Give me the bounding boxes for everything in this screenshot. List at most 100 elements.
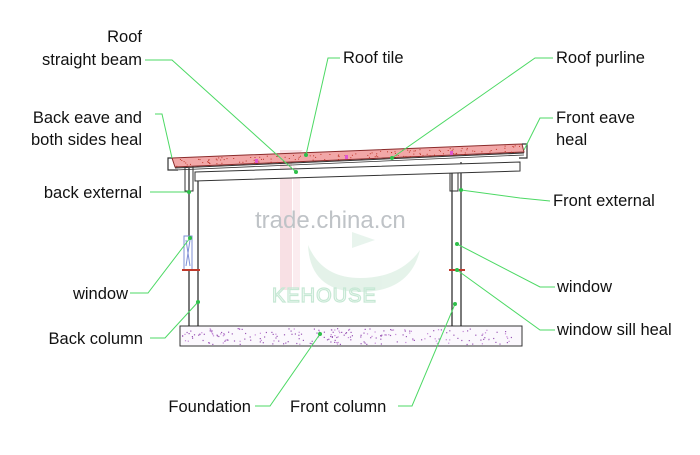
concrete-speck <box>326 339 329 341</box>
concrete-speck <box>216 335 219 337</box>
roof-tile-speck <box>216 163 218 165</box>
roof-tile-speck <box>514 145 516 147</box>
concrete-speck <box>427 333 429 335</box>
concrete-speck <box>209 330 211 332</box>
concrete-speck <box>208 342 211 344</box>
concrete-speck <box>298 338 300 340</box>
concrete-speck <box>212 343 214 345</box>
concrete-speck <box>188 333 190 335</box>
roof-tile-speck <box>455 153 457 155</box>
roof-tile-speck <box>419 154 421 155</box>
concrete-speck <box>363 332 365 334</box>
concrete-speck <box>254 334 256 336</box>
roof-tile-speck <box>199 159 201 161</box>
concrete-speck <box>223 333 225 335</box>
roof-tile-speck <box>259 156 261 158</box>
roof-tile-speck <box>367 154 369 156</box>
concrete-speck <box>371 335 373 337</box>
roof-tile-speck <box>442 153 444 155</box>
concrete-speck <box>222 342 224 344</box>
roof-tile-speck <box>338 159 339 160</box>
roof-tile-speck <box>376 153 378 155</box>
concrete-speck <box>369 328 371 330</box>
roof-tile-speck <box>179 159 181 160</box>
concrete-speck <box>210 330 212 332</box>
concrete-speck <box>475 334 477 336</box>
concrete-speck <box>316 332 318 334</box>
roof-tile-speck <box>368 156 370 158</box>
concrete-speck <box>341 331 343 333</box>
roof-tile-speck <box>338 154 340 156</box>
concrete-speck <box>434 338 436 340</box>
concrete-speck <box>302 339 304 341</box>
concrete-speck <box>374 331 376 333</box>
roof-tile-speck <box>481 151 483 153</box>
roof-tile-speck <box>220 159 222 161</box>
roof-tile-speck <box>451 150 453 152</box>
concrete-speck <box>271 331 273 333</box>
concrete-speck <box>391 329 393 331</box>
roof-straight-beam <box>194 161 521 182</box>
concrete-speck <box>345 332 347 335</box>
roof-tile-speck <box>208 159 210 161</box>
roof-tile-speck <box>461 147 463 149</box>
concrete-speck <box>238 328 240 330</box>
roof-tile-speck <box>377 156 379 158</box>
concrete-speck <box>276 335 278 337</box>
concrete-speck <box>424 338 426 340</box>
roof-tile-speck <box>258 160 260 162</box>
concrete-speck <box>364 328 366 330</box>
concrete-speck <box>438 338 440 340</box>
roof-tile-speck <box>466 147 468 149</box>
roof-tile-speck <box>474 150 476 152</box>
roof-tile-speck <box>434 154 435 156</box>
roof-tile-speck <box>298 156 300 158</box>
roof-tile-speck <box>409 156 411 157</box>
roof-tile-speck <box>233 158 235 159</box>
roof-tile-speck <box>409 150 411 152</box>
concrete-speck <box>486 329 488 331</box>
concrete-speck <box>272 343 274 345</box>
concrete-speck <box>332 331 334 333</box>
concrete-speck <box>233 340 236 342</box>
concrete-speck <box>410 330 412 332</box>
concrete-speck <box>245 332 247 335</box>
concrete-speck <box>334 329 336 331</box>
back-window <box>182 235 200 271</box>
concrete-speck <box>345 332 348 334</box>
concrete-speck <box>184 340 187 342</box>
concrete-speck <box>216 334 218 336</box>
concrete-speck <box>374 342 376 344</box>
concrete-speck <box>504 333 507 335</box>
roof-tile-speck <box>245 160 247 162</box>
label-window-left: window <box>72 285 128 303</box>
roof-tile-speck <box>397 155 399 156</box>
concrete-speck <box>395 333 397 336</box>
roof-tile-speck <box>337 155 339 157</box>
concrete-speck <box>300 333 303 335</box>
roof-tile-speck <box>176 165 178 167</box>
roof-tile-speck <box>263 158 264 160</box>
concrete-speck <box>259 338 261 340</box>
roof-tile-speck <box>276 156 278 157</box>
label-back-column: Back column <box>49 330 143 348</box>
roof-tile-speck <box>440 150 441 152</box>
roof-tile-speck <box>513 146 515 148</box>
roof-tile-speck <box>462 154 464 156</box>
roof-tile-speck <box>266 155 268 157</box>
concrete-speck <box>351 335 353 337</box>
roof-tile-speck <box>215 158 217 160</box>
concrete-speck <box>331 336 333 338</box>
concrete-speck <box>384 334 386 336</box>
concrete-speck <box>259 332 261 334</box>
concrete-speck <box>349 336 352 338</box>
leader-dots <box>187 153 463 336</box>
concrete-speck <box>228 331 230 333</box>
concrete-speck <box>313 328 315 330</box>
concrete-speck <box>510 336 512 339</box>
concrete-speck <box>508 340 510 342</box>
roof-tile-speck <box>460 150 462 152</box>
roof-tile-speck <box>371 152 373 154</box>
concrete-speck <box>507 337 509 339</box>
